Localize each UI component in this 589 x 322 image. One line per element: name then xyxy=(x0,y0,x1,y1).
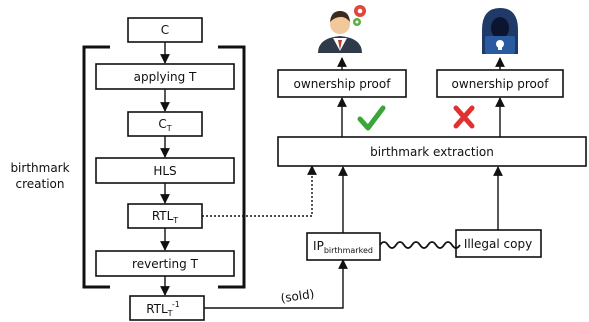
node-applying-t xyxy=(95,63,235,90)
node-hls xyxy=(95,157,235,184)
node-c-label: C xyxy=(161,23,169,37)
node-ownership-proof-left xyxy=(277,69,407,98)
node-c-t-label: CT xyxy=(158,117,171,133)
node-applying-t-label: applying T xyxy=(134,70,197,84)
birthmark-creation-label-1: birthmark xyxy=(10,161,69,175)
node-rtl-t-label: RTLT xyxy=(152,209,178,225)
node-ownership-proof-right xyxy=(436,69,564,98)
node-rtl-t-inverse xyxy=(129,295,205,321)
node-illegal-copy xyxy=(455,229,542,258)
illegal-copy-label: Illegal copy xyxy=(464,237,532,251)
green-check-icon xyxy=(357,105,386,131)
node-ip-birthmarked xyxy=(306,232,381,261)
birthmark-creation-label-2: creation xyxy=(16,177,65,191)
node-birthmark-extraction xyxy=(277,136,587,167)
red-x-icon xyxy=(453,105,475,129)
ip-birthmarked-label: IPbirthmarked xyxy=(313,239,373,255)
ownership-proof-left-label: ownership proof xyxy=(294,77,392,91)
wavy-link-ip-to-illegal xyxy=(379,241,461,249)
node-hls-label: HLS xyxy=(153,164,176,178)
hooded-hacker-laptop-icon xyxy=(482,8,518,54)
creation-bracket-left xyxy=(82,45,110,289)
sold-label: (sold) xyxy=(280,287,316,306)
creation-bracket-right xyxy=(218,45,246,289)
node-c-t xyxy=(127,111,203,137)
node-rtl-t-inverse-label: RTLT-1 xyxy=(146,300,180,318)
arrow-sold xyxy=(204,259,348,309)
node-reverting-t-label: reverting T xyxy=(132,257,199,271)
dotted-arrow-rtlt-to-extraction xyxy=(202,165,317,217)
businessman-with-gears-icon xyxy=(318,5,366,53)
ownership-proof-right-label: ownership proof xyxy=(452,77,550,91)
birthmark-extraction-label: birthmark extraction xyxy=(370,145,494,159)
node-c xyxy=(127,17,203,43)
